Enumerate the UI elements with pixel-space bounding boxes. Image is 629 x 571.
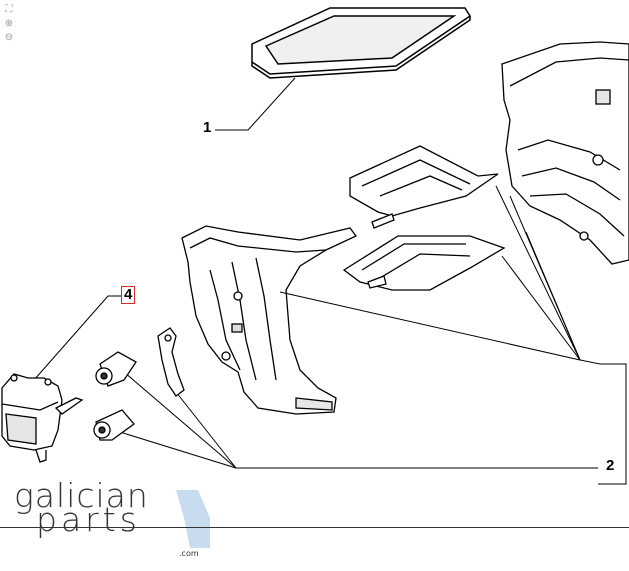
brand-divider bbox=[0, 527, 629, 528]
part-housing-right[interactable] bbox=[501, 41, 629, 265]
callout-1[interactable]: 1 bbox=[203, 119, 212, 136]
part-1-filter-frame[interactable] bbox=[251, 7, 472, 79]
part-bushing-upper[interactable] bbox=[95, 351, 137, 387]
brand-logo: galician parts .com bbox=[14, 476, 199, 558]
part-link-rod[interactable] bbox=[157, 327, 185, 397]
leader-line-4 bbox=[33, 295, 122, 381]
part-flap-upper[interactable] bbox=[349, 145, 499, 229]
part-bushing-lower[interactable] bbox=[93, 409, 135, 441]
brand-name-line1: galician bbox=[14, 476, 149, 515]
brand-name-line2: parts bbox=[36, 500, 141, 539]
zoom-in-icon[interactable]: ⊕ bbox=[4, 18, 14, 29]
part-flap-lower[interactable] bbox=[342, 235, 506, 291]
zoom-out-icon[interactable]: ⊖ bbox=[4, 32, 14, 43]
callout-2[interactable]: 2 bbox=[606, 457, 615, 474]
part-housing-main[interactable] bbox=[181, 225, 358, 415]
part-4-actuator[interactable] bbox=[1, 373, 84, 463]
leader-line-1 bbox=[215, 77, 296, 131]
brand-tld: .com bbox=[179, 549, 199, 558]
fit-screen-icon[interactable]: ⛶ bbox=[5, 4, 13, 15]
leader-lines-2 bbox=[119, 185, 627, 485]
brand-accent-shape bbox=[176, 490, 210, 548]
callout-4[interactable]: 4 bbox=[121, 286, 136, 304]
